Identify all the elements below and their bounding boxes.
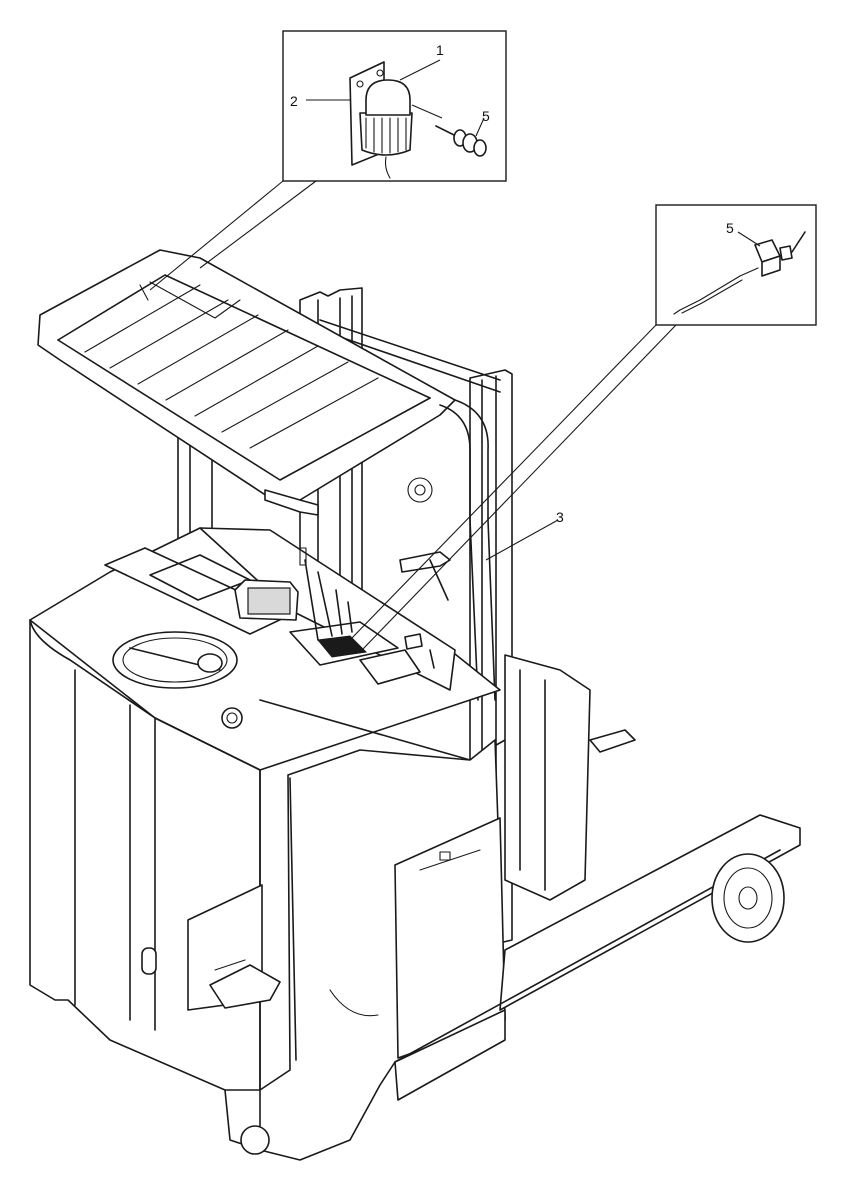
- overhead-guard: [37, 249, 496, 701]
- callout-5-top: 5: [482, 108, 490, 124]
- forks-and-wheels: [394, 654, 801, 1101]
- callout-5-right: 5: [726, 220, 734, 236]
- toggle-switch-icon: [673, 231, 806, 315]
- callout-3: 3: [556, 509, 564, 525]
- switch-inset-frame: [655, 204, 817, 326]
- operator-compartment: [224, 739, 506, 1161]
- leader-lines: 3: [149, 180, 677, 651]
- mounting-screw-icon: [435, 125, 487, 157]
- callout-2: 2: [290, 93, 298, 109]
- switch-inset: 5: [655, 204, 817, 326]
- callout-1: 1: [436, 42, 444, 58]
- beacon-inset: 1 2 5: [282, 30, 507, 182]
- operator-console: [199, 527, 506, 761]
- truck-body: [29, 527, 501, 1091]
- rotating-beacon-lamp-icon: [349, 61, 413, 179]
